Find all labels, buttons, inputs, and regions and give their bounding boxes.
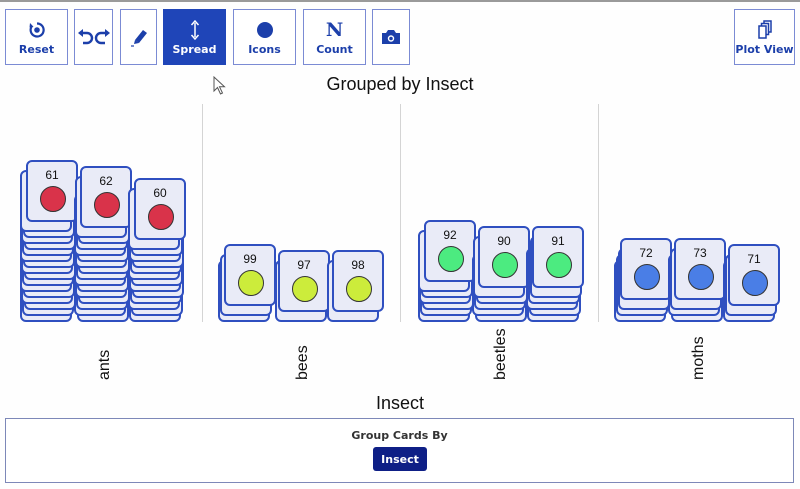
data-card[interactable]: 90 [478,226,530,288]
group-cards-by-panel: Group Cards By Insect [5,418,794,483]
pen-icon [129,26,149,48]
spread-button[interactable]: Spread [163,9,226,65]
icons-label: Icons [248,42,281,56]
cards-stack-icon [757,19,773,41]
snapshot-button[interactable] [372,9,410,65]
plot-title: Grouped by Insect [326,74,474,94]
card-value: 71 [747,252,761,266]
data-card[interactable]: 98 [332,250,384,312]
card-circle-icon [688,264,714,290]
category-label-ants: ants [96,349,113,380]
data-card[interactable]: 91 [532,226,584,288]
draw-button[interactable] [120,9,157,65]
reset-icon [28,19,46,41]
card-circle-icon [292,276,318,302]
reset-button[interactable]: Reset [5,9,68,65]
card-circle-icon [546,252,572,278]
card-value: 60 [153,186,167,200]
card-value: 73 [693,246,707,260]
group-divider [400,104,401,322]
spread-label: Spread [172,42,217,56]
plot-view-button[interactable]: Plot View [734,9,795,65]
x-axis-title: Insect [375,393,425,413]
data-card[interactable]: 99 [224,244,276,306]
card-circle-icon [742,270,768,296]
reset-label: Reset [18,42,55,56]
card-value: 72 [639,246,653,260]
card-circle-icon [438,246,464,272]
card-circle-icon [40,186,66,212]
count-button[interactable]: N Count [303,9,366,65]
filled-circle-icon [256,19,274,41]
mouse-cursor-icon [213,76,226,95]
window-top-border [0,0,800,2]
category-label-beetles: beetles [492,328,509,380]
data-card[interactable]: 72 [620,238,672,300]
card-value: 99 [243,252,257,266]
card-value: 90 [497,234,511,248]
card-circle-icon [492,252,518,278]
camera-icon [381,26,401,48]
data-card[interactable]: 73 [674,238,726,300]
undo-redo-icon [77,26,111,48]
vertical-arrows-icon [190,19,200,41]
data-card[interactable]: 60 [134,178,186,240]
card-value: 61 [45,168,59,182]
card-value: 92 [443,228,457,242]
card-value: 91 [551,234,565,248]
card-value: 97 [297,258,311,272]
category-label-bees: bees [294,345,311,380]
card-value: 62 [99,174,113,188]
data-card[interactable]: 61 [26,160,78,222]
group-divider [202,104,203,322]
data-card[interactable]: 97 [278,250,330,312]
category-label-moths: moths [690,336,707,380]
group-cards-by-label: Group Cards By [351,429,448,442]
card-circle-icon [94,192,120,218]
undo-redo-button[interactable] [74,9,113,65]
plot-view-label: Plot View [735,42,794,56]
n-letter-icon: N [325,18,344,41]
data-card[interactable]: 71 [728,244,780,306]
data-card[interactable]: 92 [424,220,476,282]
card-circle-icon [238,270,264,296]
icons-button[interactable]: Icons [233,9,296,65]
card-circle-icon [634,264,660,290]
card-circle-icon [346,276,372,302]
data-card[interactable]: 62 [80,166,132,228]
card-value: 98 [351,258,365,272]
group-divider [598,104,599,322]
card-circle-icon [148,204,174,230]
count-label: Count [316,42,353,56]
group-by-insect-button[interactable]: Insect [373,447,427,471]
